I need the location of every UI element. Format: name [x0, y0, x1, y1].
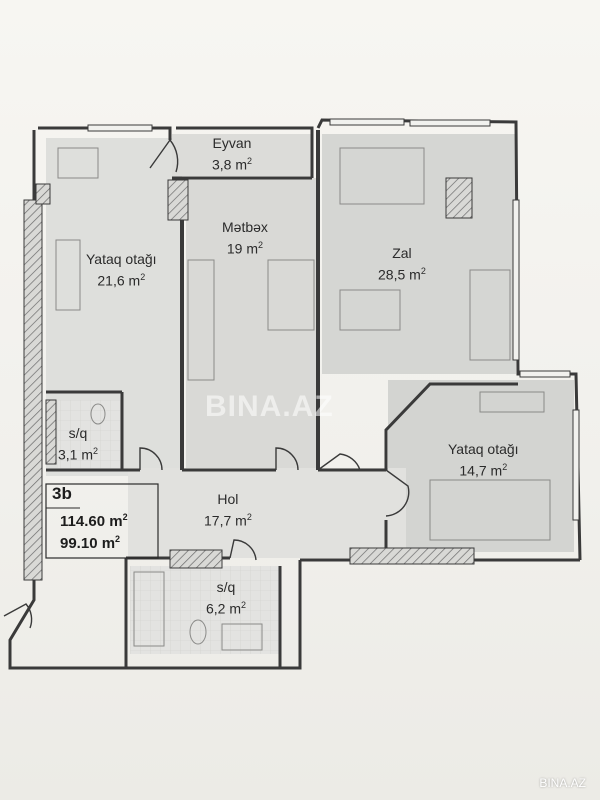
desk-bedroom1	[57, 147, 99, 179]
window-bedroom2	[572, 409, 580, 521]
doors	[3, 138, 410, 629]
door-balcony	[149, 138, 179, 173]
wall-bedroom2-top	[384, 382, 518, 470]
door-entrance	[3, 603, 33, 629]
window-bedroom2-top	[519, 370, 571, 378]
room-area: 28,5 m2	[378, 266, 426, 283]
outer-wall-top-left	[38, 126, 172, 140]
floor-bath-1	[58, 400, 122, 468]
kitchen-counter	[187, 259, 215, 381]
info-box-border	[45, 483, 159, 559]
column-hall	[169, 549, 223, 569]
room-area: 3,8 m2	[212, 156, 253, 173]
door-bath2	[229, 539, 257, 561]
outer-wall-top-balcony	[176, 126, 314, 178]
room-label-sq-2: s/q 6,2 m2	[206, 578, 246, 618]
room-name: Yataq otağı	[86, 251, 157, 267]
wardrobe-bedroom2	[479, 391, 545, 413]
room-label-hol: Hol 17,7 m2	[204, 490, 252, 530]
room-name: s/q	[68, 425, 88, 441]
floor-balcony	[172, 134, 312, 176]
floor-areas	[46, 134, 574, 654]
total-area: 114.60 m2	[60, 512, 128, 530]
room-label-eyvan: Eyvan 3,8 m2	[212, 134, 252, 174]
door-bedroom2	[385, 469, 410, 517]
window-living-side	[512, 199, 520, 361]
apartment-info-box: 3b 114.60 m2 99.10 m2	[46, 484, 158, 558]
door-living	[317, 453, 361, 471]
watermark: BINA.AZ	[205, 390, 334, 423]
windows	[87, 118, 580, 521]
column-kitchen	[167, 179, 189, 221]
room-label-yataq-2: Yataq otağı 14,7 m2	[448, 440, 519, 480]
window-living-2	[409, 119, 491, 127]
room-label-sq-1: s/q 3,1 m2	[58, 424, 98, 464]
column-bottom	[349, 547, 475, 565]
room-area: 21,6 m2	[97, 272, 146, 289]
room-area: 14,7 m2	[459, 462, 508, 479]
room-name: Eyvan	[212, 135, 252, 151]
room-area: 17,7 m2	[204, 512, 252, 529]
sink-bath2	[221, 623, 263, 651]
room-name: Hol	[217, 491, 239, 507]
room-area: 19 m2	[226, 240, 264, 257]
corner-watermark: BINA.AZ	[539, 776, 586, 790]
column-bath1	[45, 399, 57, 465]
floor-kitchen	[186, 178, 318, 468]
window-bedroom1	[87, 124, 153, 132]
toilet-bath2	[189, 619, 207, 645]
kitchen-table	[267, 259, 315, 331]
floor-bath-2	[130, 566, 280, 654]
column-left	[23, 199, 43, 581]
structural-columns	[23, 177, 475, 581]
tv-stand	[339, 289, 401, 331]
bathtub	[133, 571, 165, 647]
room-name: Yataq otağı	[448, 441, 519, 457]
floor-living	[322, 134, 516, 374]
room-name: Mətbəx	[222, 219, 268, 235]
room-name: Zal	[392, 245, 412, 261]
column-left-top	[35, 183, 51, 205]
furniture	[55, 147, 551, 651]
room-label-zal: Zal 28,5 m2	[378, 244, 426, 284]
room-label-yataq-1: Yataq otağı 21,6 m2	[86, 250, 157, 290]
room-label-metbex: Mətbəx 19 m2	[222, 218, 268, 258]
apartment-code: 3b	[52, 484, 72, 503]
window-living-1	[329, 118, 405, 126]
floor-hall	[128, 468, 406, 558]
column-living	[445, 177, 473, 219]
floor-bedroom-2	[388, 380, 574, 552]
room-name: s/q	[216, 579, 236, 595]
living-area: 99.10 m2	[60, 534, 121, 552]
wardrobe-bedroom1	[55, 239, 81, 311]
room-area: 6,2 m2	[206, 600, 247, 617]
bed	[429, 479, 551, 541]
room-area: 3,1 m2	[58, 446, 99, 463]
door-bath1	[139, 447, 163, 471]
dining-table	[339, 147, 425, 205]
sofa	[469, 269, 511, 361]
door-kitchen	[275, 447, 299, 471]
toilet-bath1	[90, 403, 106, 425]
